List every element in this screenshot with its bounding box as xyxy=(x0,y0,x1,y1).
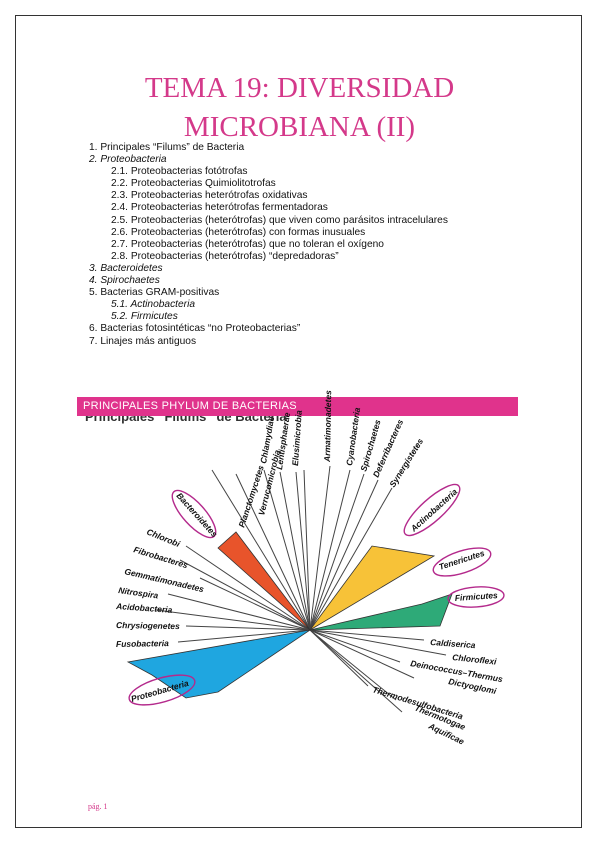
table-of-contents: 1. Principales “Filums” de Bacteria 2. P… xyxy=(89,142,549,348)
tree-branch xyxy=(199,577,311,631)
toc-item: 1. Principales “Filums” de Bacteria xyxy=(89,142,245,153)
label-chrysiogenetes: Chrysiogenetes xyxy=(116,620,180,631)
toc-item: 6. Bacterias fotosintéticas “no Proteoba… xyxy=(89,323,301,335)
page-title-line-2: MICROBIANA (II) xyxy=(183,111,416,143)
label-fusobacteria: Fusobacteria xyxy=(116,638,169,649)
toc-item: 5.1. Actinobacteria xyxy=(111,299,196,311)
tree-branch xyxy=(155,609,311,631)
bacteroidetes-wedge xyxy=(217,531,311,631)
label-fibrobacteres: Fibrobacteres xyxy=(132,544,189,570)
tree-branch xyxy=(309,629,369,687)
highlight-proteobacteria xyxy=(128,674,196,706)
toc-item: 2.2. Proteobacterias Quimiolitotrofas xyxy=(111,178,276,190)
highlight-tenericutes xyxy=(432,547,492,577)
toc-item: 7. Linajes más antiguos xyxy=(89,335,197,347)
toc-item: 2.5. Proteobacterias (heterótrofas) que … xyxy=(111,214,448,226)
figure-caption: Principales “Filums” de Bacteria xyxy=(85,416,287,424)
toc-item: 2.6. Proteobacterias (heterótrofas) con … xyxy=(111,226,366,238)
toc-item: 2.7. Proteobacterias (heterótrofas) que … xyxy=(111,238,384,250)
toc-item: 5. Bacterias GRAM-positivas xyxy=(89,287,220,299)
toc-item: 4. Spirochaetes xyxy=(89,275,160,287)
tree-branch xyxy=(309,479,379,631)
tree-branch xyxy=(263,469,311,631)
tree-branch xyxy=(303,469,311,631)
actinobacteria-wedge xyxy=(309,545,436,631)
label-acidobacteria: Acidobacteria xyxy=(115,601,173,615)
tree-branches xyxy=(155,465,447,713)
label-chlorobi: Chlorobi xyxy=(145,527,182,550)
tree-branch xyxy=(309,473,365,631)
tree-branch xyxy=(309,629,401,663)
highlight-firmicutes xyxy=(447,586,505,608)
tree-branch xyxy=(309,629,415,679)
page-title-line-1: TEMA 19: DIVERSIDAD xyxy=(144,72,455,104)
toc-item: 2.8. Proteobacterias (heterótrofas) “dep… xyxy=(111,250,339,262)
proteobacteria-wedge xyxy=(126,629,311,699)
tree-branch xyxy=(309,487,393,631)
tree-branch xyxy=(309,469,351,631)
page-border xyxy=(15,15,582,828)
tree-branch xyxy=(167,593,311,631)
label-chloroflexi: Chloroflexi xyxy=(452,652,498,667)
toc-item: 2.3. Proteobacterias heterótrofas oxidat… xyxy=(111,190,308,202)
tree-branch xyxy=(179,559,311,631)
tree-branch xyxy=(309,629,397,701)
tree-branch xyxy=(279,471,311,631)
toc-item: 2.1. Proteobacterias fotótrofas xyxy=(111,166,248,178)
tree-branch xyxy=(309,629,425,641)
label-armatimonadetes: Armatimonadetes xyxy=(322,390,333,463)
page-number: pág. 1 xyxy=(88,802,108,811)
tree-branch xyxy=(177,629,311,643)
tree-branch xyxy=(185,545,311,631)
section-heading: PRINCIPALES PHYLUM DE BACTERIAS xyxy=(77,397,518,416)
tree-branch xyxy=(309,465,331,631)
label-elusimicrobia: Elusimicrobia xyxy=(290,410,304,467)
tree-branch xyxy=(211,469,311,631)
label-caldiserica: Caldiserica xyxy=(430,637,476,650)
tree-branch xyxy=(295,471,311,631)
toc-item: 3. Bacteroidetes xyxy=(89,262,163,274)
label-cyanobacteria: Cyanobacteria xyxy=(344,407,362,467)
toc-item: 2. Proteobacteria xyxy=(89,154,167,166)
toc-item: 5.2. Firmicutes xyxy=(111,311,178,323)
tree-branch xyxy=(309,629,403,713)
tree-branch xyxy=(185,625,311,631)
label-nitrospira: Nitrospira xyxy=(118,585,159,601)
tree-branch xyxy=(235,473,311,631)
highlight-bacteroidetes xyxy=(171,489,217,539)
label-firmicutes: Firmicutes xyxy=(454,590,498,603)
tree-branch xyxy=(309,629,447,656)
toc-item: 2.4. Proteobacterias heterótrofas fermen… xyxy=(111,202,328,214)
figure-caption-clipped: Principales “Filums” de Bacteria xyxy=(85,416,315,424)
highlight-actinobacteria xyxy=(403,483,461,537)
